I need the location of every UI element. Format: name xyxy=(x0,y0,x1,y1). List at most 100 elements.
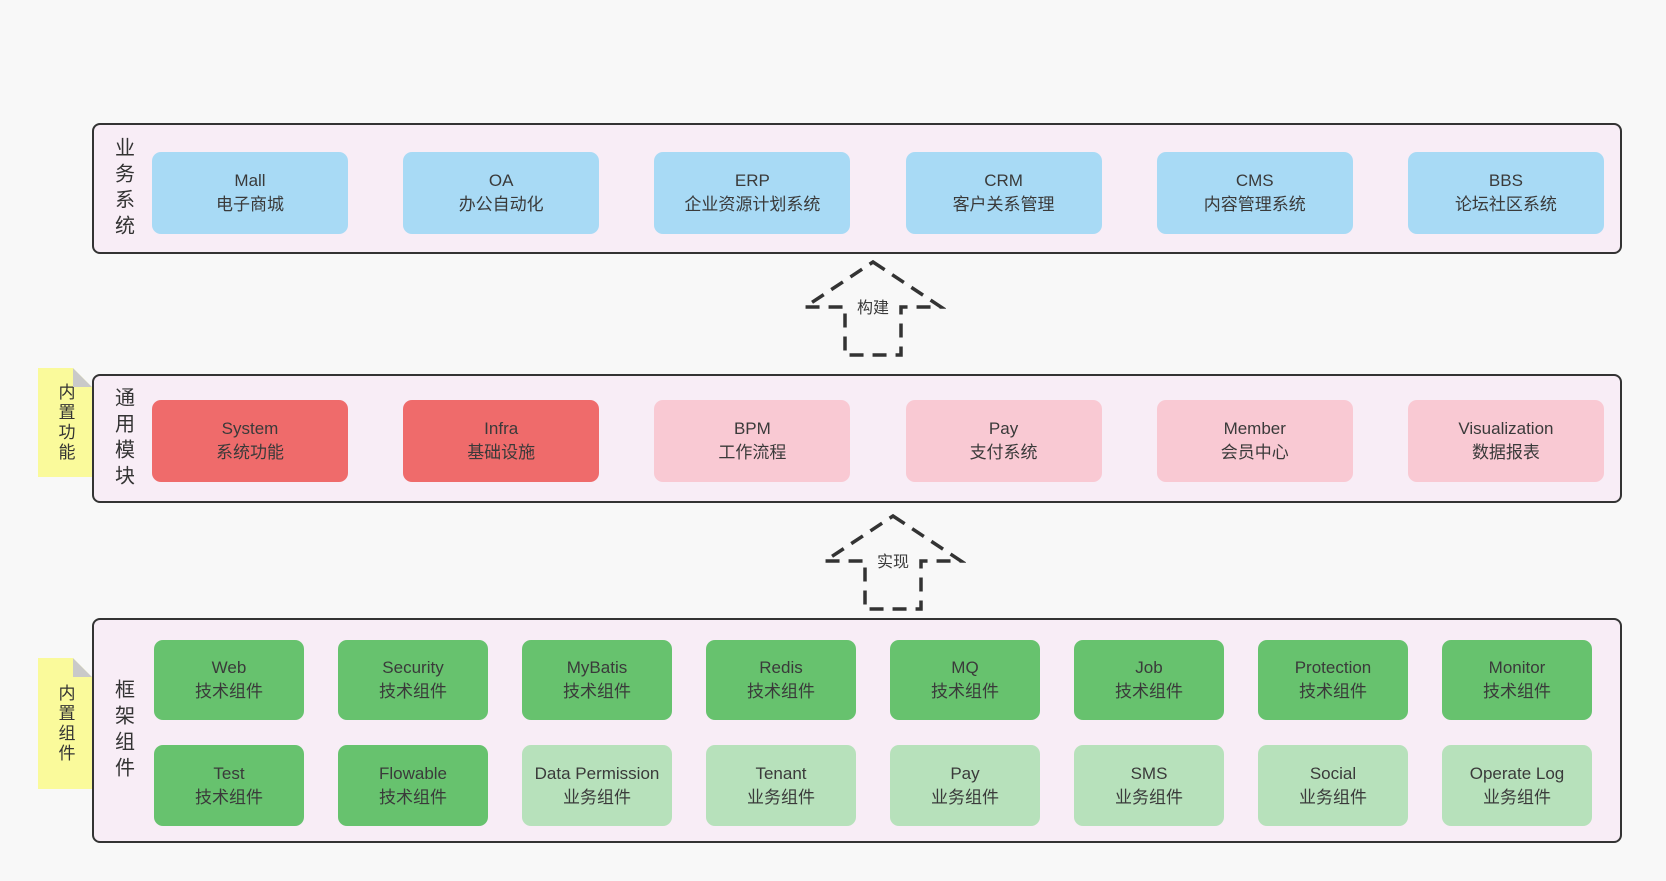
module-box-name: Pay xyxy=(988,419,1019,438)
module-box: SMS 业务组件 xyxy=(1074,745,1224,826)
module-box-desc: 会员中心 xyxy=(1220,443,1289,462)
module-box: Operate Log 业务组件 xyxy=(1442,745,1592,826)
module-box-desc: 电子商城 xyxy=(216,195,284,214)
band-framework-components-label: 框架组件 xyxy=(111,678,134,783)
module-box-desc: 技术组件 xyxy=(1483,682,1551,701)
folded-corner-icon xyxy=(73,368,92,387)
module-box-name: Protection xyxy=(1294,658,1372,677)
module-box: Pay 业务组件 xyxy=(890,745,1040,826)
module-box-name: Web xyxy=(211,658,247,677)
module-box-name: ERP xyxy=(734,171,770,190)
band-business-systems: 业务系统 Mall 电子商城 OA 办公自动化 ERP 企业资源计划系统 CRM… xyxy=(92,123,1622,254)
module-box: Job 技术组件 xyxy=(1074,640,1224,720)
business-systems-row: Mall 电子商城 OA 办公自动化 ERP 企业资源计划系统 CRM 客户关系… xyxy=(152,152,1604,234)
module-box-desc: 系统功能 xyxy=(216,443,284,462)
module-box-name: Monitor xyxy=(1488,658,1546,677)
module-box-desc: 技术组件 xyxy=(195,787,263,807)
module-box-desc: 客户关系管理 xyxy=(952,195,1055,214)
module-box-name: BBS xyxy=(1488,171,1523,190)
module-box-desc: 论坛社区系统 xyxy=(1454,195,1557,214)
module-box-name: System xyxy=(221,419,279,438)
module-box-desc: 技术组件 xyxy=(1115,682,1183,701)
module-box: Pay 支付系统 xyxy=(905,400,1102,482)
module-box: BBS 论坛社区系统 xyxy=(1407,152,1604,234)
sticky-note-built-in-components: 内置组件 xyxy=(38,658,92,789)
module-box-desc: 业务组件 xyxy=(1483,787,1551,807)
module-box-name: CMS xyxy=(1235,171,1274,190)
band-common-modules: 通用模块 System 系统功能 Infra 基础设施 BPM 工作流程 Pay… xyxy=(92,374,1622,503)
module-box: Infra 基础设施 xyxy=(403,400,600,482)
build-arrow: 构建 xyxy=(800,256,946,360)
module-box: BPM 工作流程 xyxy=(654,400,851,482)
module-box-name: CRM xyxy=(984,171,1023,190)
module-box: Flowable 技术组件 xyxy=(338,745,488,826)
module-box: Monitor 技术组件 xyxy=(1442,640,1592,720)
module-box-desc: 基础设施 xyxy=(467,443,536,462)
module-box: MQ 技术组件 xyxy=(890,640,1040,720)
module-box-desc: 业务组件 xyxy=(1115,787,1183,807)
up-arrow-dashed-icon xyxy=(800,259,946,357)
module-box-name: OA xyxy=(488,171,514,190)
module-box-desc: 内容管理系统 xyxy=(1203,195,1306,214)
module-box: CRM 客户关系管理 xyxy=(905,152,1102,234)
framework-components-row-2: Test 技术组件 Flowable 技术组件 Data Permission … xyxy=(154,745,1592,826)
module-box-name: SMS xyxy=(1130,763,1168,783)
module-box: Mall 电子商城 xyxy=(152,152,348,234)
module-box-name: Pay xyxy=(950,763,980,783)
implement-arrow: 实现 xyxy=(820,510,966,614)
module-box-desc: 技术组件 xyxy=(195,682,263,701)
module-box: MyBatis 技术组件 xyxy=(522,640,672,720)
module-box-name: BPM xyxy=(733,419,771,438)
module-box-name: Tenant xyxy=(755,763,807,783)
module-box-desc: 业务组件 xyxy=(563,787,631,807)
module-box-name: MQ xyxy=(951,658,979,677)
module-box-desc: 数据报表 xyxy=(1471,443,1540,462)
common-modules-row: System 系统功能 Infra 基础设施 BPM 工作流程 Pay 支付系统… xyxy=(152,400,1604,482)
module-box-desc: 业务组件 xyxy=(931,787,999,807)
module-box-name: Data Permission xyxy=(534,763,660,783)
module-box: OA 办公自动化 xyxy=(403,152,600,234)
module-box: System 系统功能 xyxy=(152,400,348,482)
module-box-name: Social xyxy=(1309,763,1357,783)
module-box: Tenant 业务组件 xyxy=(706,745,856,826)
module-box: Visualization 数据报表 xyxy=(1407,400,1604,482)
module-box-desc: 业务组件 xyxy=(1299,787,1367,807)
module-box: CMS 内容管理系统 xyxy=(1156,152,1353,234)
module-box-name: MyBatis xyxy=(566,658,628,677)
module-box-name: Infra xyxy=(484,419,519,438)
module-box-desc: 技术组件 xyxy=(1299,682,1367,701)
module-box-desc: 支付系统 xyxy=(969,443,1038,462)
module-box-desc: 工作流程 xyxy=(718,443,787,462)
band-business-systems-label: 业务系统 xyxy=(111,136,134,241)
module-box: Redis 技术组件 xyxy=(706,640,856,720)
module-box-name: Member xyxy=(1223,419,1286,438)
implement-arrow-label: 实现 xyxy=(872,546,914,574)
module-box-name: Security xyxy=(382,658,444,677)
module-box: Web 技术组件 xyxy=(154,640,304,720)
module-box-name: Job xyxy=(1135,658,1163,677)
module-box-name: Redis xyxy=(759,658,803,677)
module-box-name: Flowable xyxy=(378,763,448,783)
framework-components-row-1: Web 技术组件 Security 技术组件 MyBatis 技术组件 Redi… xyxy=(154,640,1592,720)
module-box: Data Permission 业务组件 xyxy=(522,745,672,826)
module-box-desc: 企业资源计划系统 xyxy=(684,195,821,214)
module-box-desc: 技术组件 xyxy=(379,682,447,701)
module-box-desc: 业务组件 xyxy=(747,787,815,807)
up-arrow-dashed-icon xyxy=(820,513,966,611)
module-box-name: Test xyxy=(213,763,245,783)
module-box-desc: 办公自动化 xyxy=(458,195,544,214)
band-framework-components: 框架组件 Web 技术组件 Security 技术组件 MyBatis 技术组件… xyxy=(92,618,1622,843)
sticky-note-built-in-features: 内置功能 xyxy=(38,368,92,477)
band-common-modules-label: 通用模块 xyxy=(111,386,134,491)
sticky-note-label: 内置组件 xyxy=(55,683,75,764)
module-box: Social 业务组件 xyxy=(1258,745,1408,826)
module-box: Test 技术组件 xyxy=(154,745,304,826)
module-box: ERP 企业资源计划系统 xyxy=(654,152,851,234)
module-box-name: Visualization xyxy=(1458,419,1554,438)
module-box-name: Mall xyxy=(234,171,266,190)
folded-corner-icon xyxy=(73,658,92,677)
module-box-desc: 技术组件 xyxy=(747,682,815,701)
module-box: Security 技术组件 xyxy=(338,640,488,720)
module-box-desc: 技术组件 xyxy=(563,682,631,701)
